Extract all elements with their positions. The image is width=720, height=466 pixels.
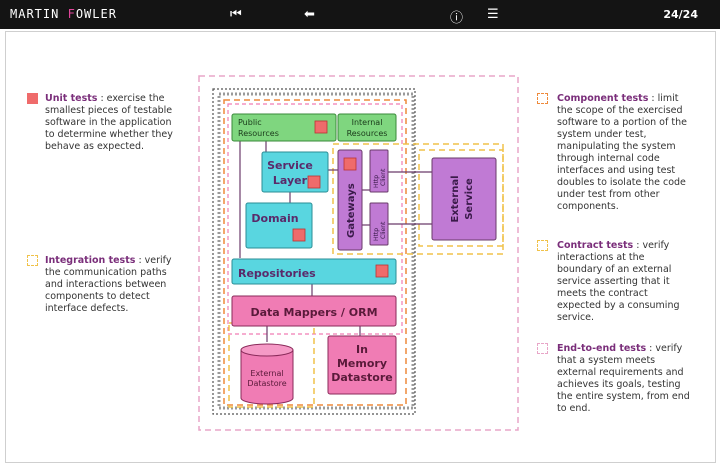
unit-test-marker: [314, 120, 328, 134]
repositories-label: Repositories: [238, 267, 316, 280]
contract-test-swatch: [537, 240, 548, 251]
brand-logo[interactable]: MARTIN FOWLER: [10, 7, 117, 21]
data-mappers-label: Data Mappers / ORM: [250, 306, 377, 319]
external-datastore-label: External: [250, 369, 283, 378]
svg-text:Resources: Resources: [238, 129, 279, 138]
gateways-label: Gateways: [346, 183, 357, 238]
gateways-box: Gateways: [337, 149, 363, 251]
list-icon[interactable]: ☰: [487, 7, 499, 22]
e2e-tests-note: End-to-end tests : verify that a system …: [557, 343, 690, 414]
domain-label: Domain: [251, 212, 298, 225]
svg-text:Memory: Memory: [337, 357, 387, 370]
http-client-1-label: Http: [373, 175, 380, 188]
unit-test-swatch: [27, 93, 38, 104]
unit-test-marker: [375, 264, 389, 278]
data-mappers-box: Data Mappers / ORM: [231, 295, 397, 327]
http-client-box-2: Http Client: [369, 202, 389, 246]
arrow-left-icon[interactable]: ⬅: [304, 7, 315, 22]
e2e-test-swatch: [537, 343, 548, 354]
component-tests-note: Component tests : limit the scope of the…: [557, 93, 687, 212]
in-memory-datastore-box: In Memory Datastore: [327, 335, 397, 395]
in-memory-datastore-label: In: [356, 343, 368, 356]
public-resources-label: Public: [238, 118, 262, 127]
unit-tests-note: Unit tests : exercise the smallest piece…: [45, 93, 173, 152]
http-client-box-1: Http Client: [369, 149, 389, 193]
service-container-hatch: [217, 92, 415, 410]
service-layer-label: Service: [267, 159, 313, 172]
internal-resources-box: Internal Resources: [337, 113, 397, 142]
contract-tests-note: Contract tests : verify interactions at …: [557, 240, 680, 323]
service-container-outline: [212, 88, 416, 415]
component-test-swatch: [537, 93, 548, 104]
contract-boundary: [418, 149, 504, 247]
repositories-box: Repositories: [231, 258, 397, 285]
top-bar: MARTIN FOWLER ⏮ ⬅ ⓘ ☰ 24/24: [0, 0, 720, 29]
e2e-boundary: [198, 75, 519, 431]
svg-text:Datastore: Datastore: [331, 371, 392, 384]
integration-tests-note: Integration tests : verify the communica…: [45, 255, 172, 314]
page-number: 24/24: [663, 8, 698, 21]
external-service-box: External Service: [431, 157, 497, 241]
svg-text:Client: Client: [380, 168, 387, 186]
external-service-label: External: [450, 175, 461, 222]
external-datastore-cylinder: External Datastore: [240, 343, 294, 405]
skip-back-icon[interactable]: ⏮: [230, 7, 242, 22]
svg-text:Layer: Layer: [273, 174, 308, 187]
svg-text:Resources: Resources: [347, 129, 388, 138]
http-client-2-label: Http: [373, 228, 380, 241]
unit-test-marker: [307, 175, 321, 189]
service-layer-box: Service Layer: [261, 151, 329, 193]
public-resources-box: Public Resources: [231, 113, 337, 142]
svg-text:Datastore: Datastore: [247, 379, 286, 388]
internal-boundary: [227, 103, 403, 335]
unit-test-marker: [343, 157, 357, 171]
component-boundary: [223, 99, 407, 406]
info-icon[interactable]: ⓘ: [450, 11, 464, 26]
svg-text:Client: Client: [380, 221, 387, 239]
integration-test-swatch: [27, 255, 38, 266]
unit-test-marker: [292, 228, 306, 242]
internal-resources-label: Internal: [352, 118, 383, 127]
slide-frame: [5, 31, 716, 463]
svg-text:Service: Service: [464, 178, 475, 220]
domain-box: Domain: [245, 202, 313, 249]
